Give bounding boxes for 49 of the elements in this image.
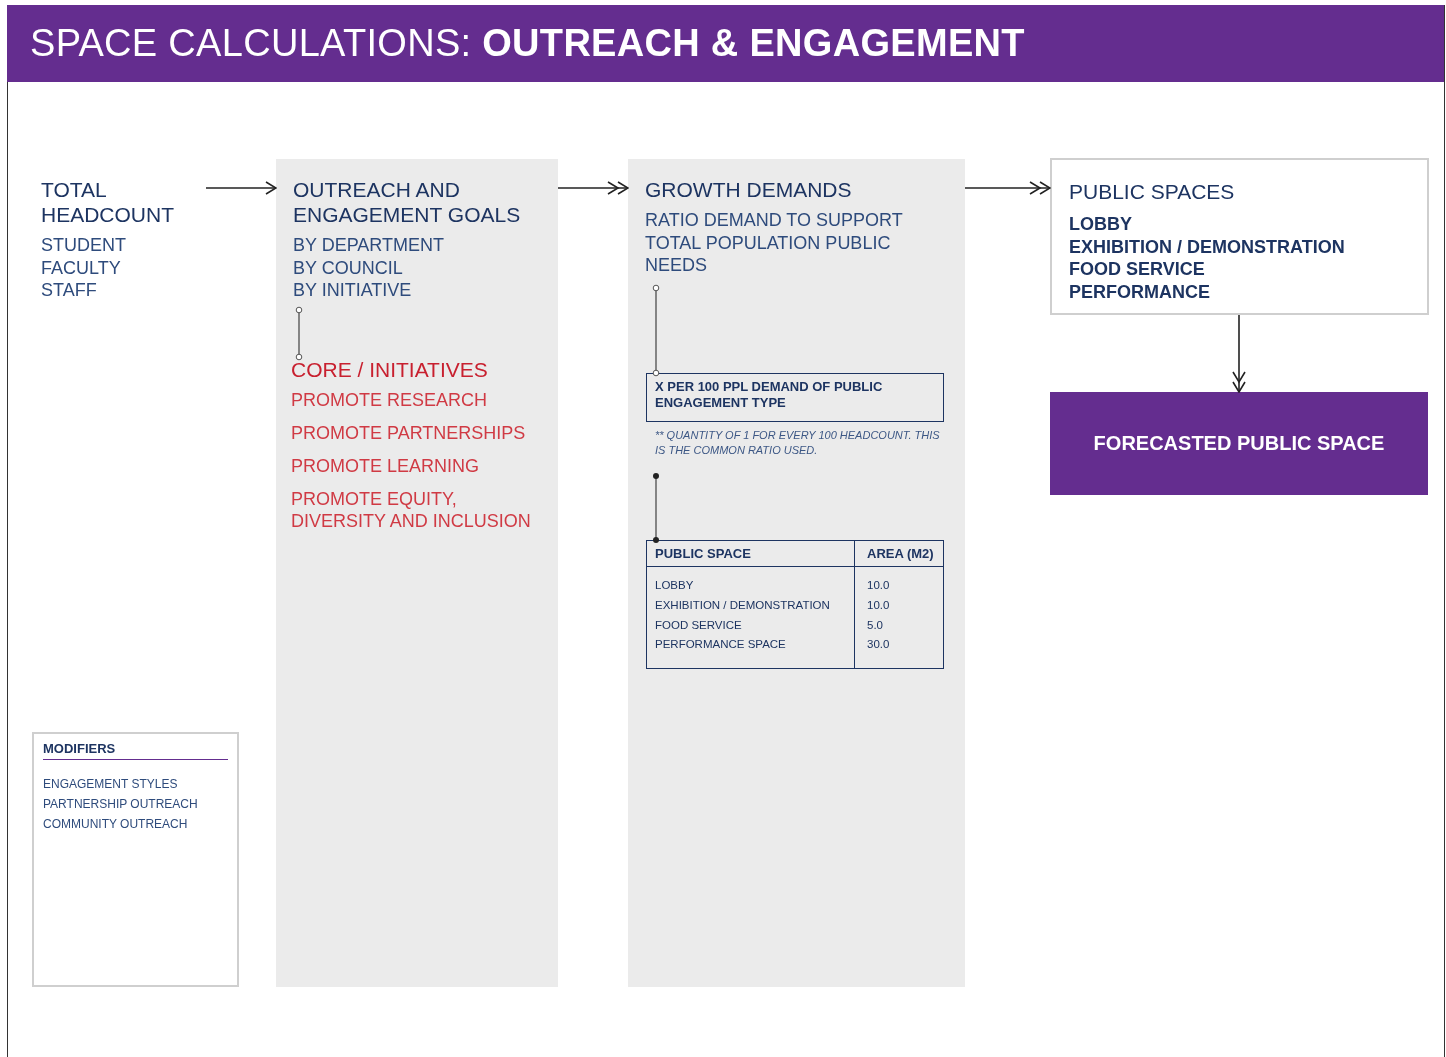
- list-item: BY COUNCIL: [293, 256, 404, 279]
- list-item: STUDENT: [41, 234, 127, 257]
- title: SPACE CALCULATIONS: OUTREACH & ENGAGEMENT: [30, 22, 1025, 65]
- table-cell-text: 5.0: [866, 617, 884, 633]
- list-item: PERFORMANCE: [1069, 280, 1211, 303]
- formula-text: X PER 100 PPL DEMAND OF PUBLIC ENGAGEMENT TYPE: [655, 379, 884, 411]
- list-item: PARTNERSHIP OUTREACH: [43, 796, 199, 813]
- table-header: AREA (M2): [855, 541, 943, 567]
- column-panel: [628, 159, 965, 987]
- link-line: [295, 306, 303, 361]
- list-item: ENGAGEMENT STYLES: [43, 776, 179, 793]
- table-cell-text: 30.0: [866, 637, 891, 653]
- heading: TOTAL HEADCOUNT: [41, 177, 175, 227]
- heading: GROWTH DEMANDS: [645, 177, 853, 202]
- formula-box: [646, 373, 944, 422]
- table-cell: FOOD SERVICE: [647, 615, 855, 636]
- list-item: STAFF: [41, 279, 98, 302]
- data-table: [646, 540, 944, 670]
- table-cell-text: 10.0: [866, 578, 891, 593]
- list-item: RATIO DEMAND TO SUPPORT TOTAL POPULATION PUBLIC NEEDS: [645, 209, 904, 277]
- list-item: BY INITIATIVE: [293, 279, 413, 302]
- list-item: PROMOTE PARTNERSHIPS: [291, 422, 527, 444]
- table-cell-text: 10.0: [866, 597, 891, 613]
- list-item: FACULTY: [41, 256, 122, 279]
- column-panel: [276, 159, 558, 987]
- list-item: PROMOTE RESEARCH: [291, 389, 489, 411]
- table-cell: PERFORMANCE SPACE: [647, 635, 855, 669]
- list-item: PROMOTE EQUITY, DIVERSITY AND INCLUSION: [291, 488, 532, 532]
- table-cell: EXHIBITION / DEMONSTRATION: [647, 595, 855, 616]
- heading: PUBLIC SPACES: [1069, 179, 1236, 205]
- table-cell: LOBBY: [647, 567, 855, 596]
- list-item: PROMOTE LEARNING: [291, 455, 481, 477]
- note-text: ** QUANTITY OF 1 FOR EVERY 100 HEADCOUNT. THIS IS THE COMMON RATIO USED.: [655, 428, 941, 458]
- box-label: FORECASTED PUBLIC SPACE: [1093, 432, 1385, 455]
- heading: CORE / INITIATIVES: [291, 357, 489, 383]
- modifiers-panel: [32, 732, 239, 987]
- arrow: [205, 181, 277, 195]
- result-box: [1050, 392, 1428, 495]
- list-item: FOOD SERVICE: [1069, 258, 1206, 281]
- list-item: BY DEPARTMENT: [293, 234, 446, 257]
- link-line: [653, 473, 659, 543]
- list-item: COMMUNITY OUTREACH: [43, 816, 189, 833]
- table-header: PUBLIC SPACE: [647, 541, 855, 567]
- heading: MODIFIERS: [43, 740, 228, 760]
- list-item: EXHIBITION / DEMONSTRATION: [1069, 235, 1346, 258]
- list-item: LOBBY: [1069, 213, 1133, 236]
- list-box: [1050, 158, 1429, 315]
- link-line: [652, 284, 660, 377]
- heading: OUTREACH AND ENGAGEMENT GOALS: [293, 177, 522, 227]
